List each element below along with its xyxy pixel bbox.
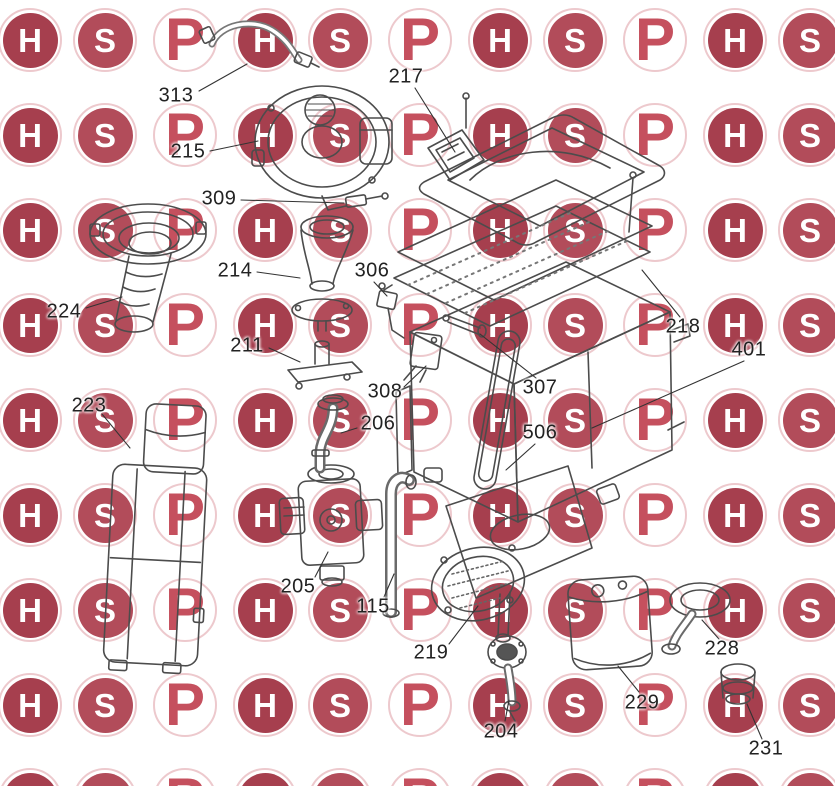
leader-line-313 (198, 63, 248, 92)
part-label-228[interactable]: 228 (704, 637, 740, 660)
part-label-229[interactable]: 229 (624, 691, 660, 714)
part-label-313[interactable]: 313 (158, 84, 194, 107)
part-label-218[interactable]: 218 (665, 315, 701, 338)
part-label-217[interactable]: 217 (388, 65, 424, 88)
part-label-214[interactable]: 214 (217, 259, 253, 282)
part-label-206[interactable]: 206 (360, 412, 396, 435)
part-label-224[interactable]: 224 (46, 300, 82, 323)
leader-line-308 (403, 365, 427, 388)
part-label-215[interactable]: 215 (170, 140, 206, 163)
leader-line-205 (314, 551, 329, 578)
part-label-306[interactable]: 306 (354, 259, 390, 282)
part-label-308[interactable]: 308 (367, 380, 403, 403)
part-label-307[interactable]: 307 (522, 376, 558, 399)
pipe-115 (382, 471, 417, 618)
part-label-401[interactable]: 401 (731, 338, 767, 361)
part-label-506[interactable]: 506 (522, 421, 558, 444)
grommet-228 (661, 582, 731, 655)
leader-line-229 (617, 665, 640, 693)
part-label-211[interactable]: 211 (230, 334, 264, 357)
part-label-219[interactable]: 219 (413, 641, 449, 664)
part-label-205[interactable]: 205 (280, 575, 316, 598)
part-label-204[interactable]: 204 (483, 720, 519, 743)
leader-line-306 (373, 281, 388, 297)
leader-line-401 (591, 360, 745, 429)
part-label-115[interactable]: 115 (356, 595, 390, 618)
leader-line-217 (414, 87, 456, 153)
casing-223 (102, 403, 208, 675)
part-label-223[interactable]: 223 (71, 394, 107, 417)
part-label-231[interactable]: 231 (748, 737, 784, 760)
part-label-309[interactable]: 309 (201, 187, 237, 210)
leader-line-214 (256, 271, 301, 279)
